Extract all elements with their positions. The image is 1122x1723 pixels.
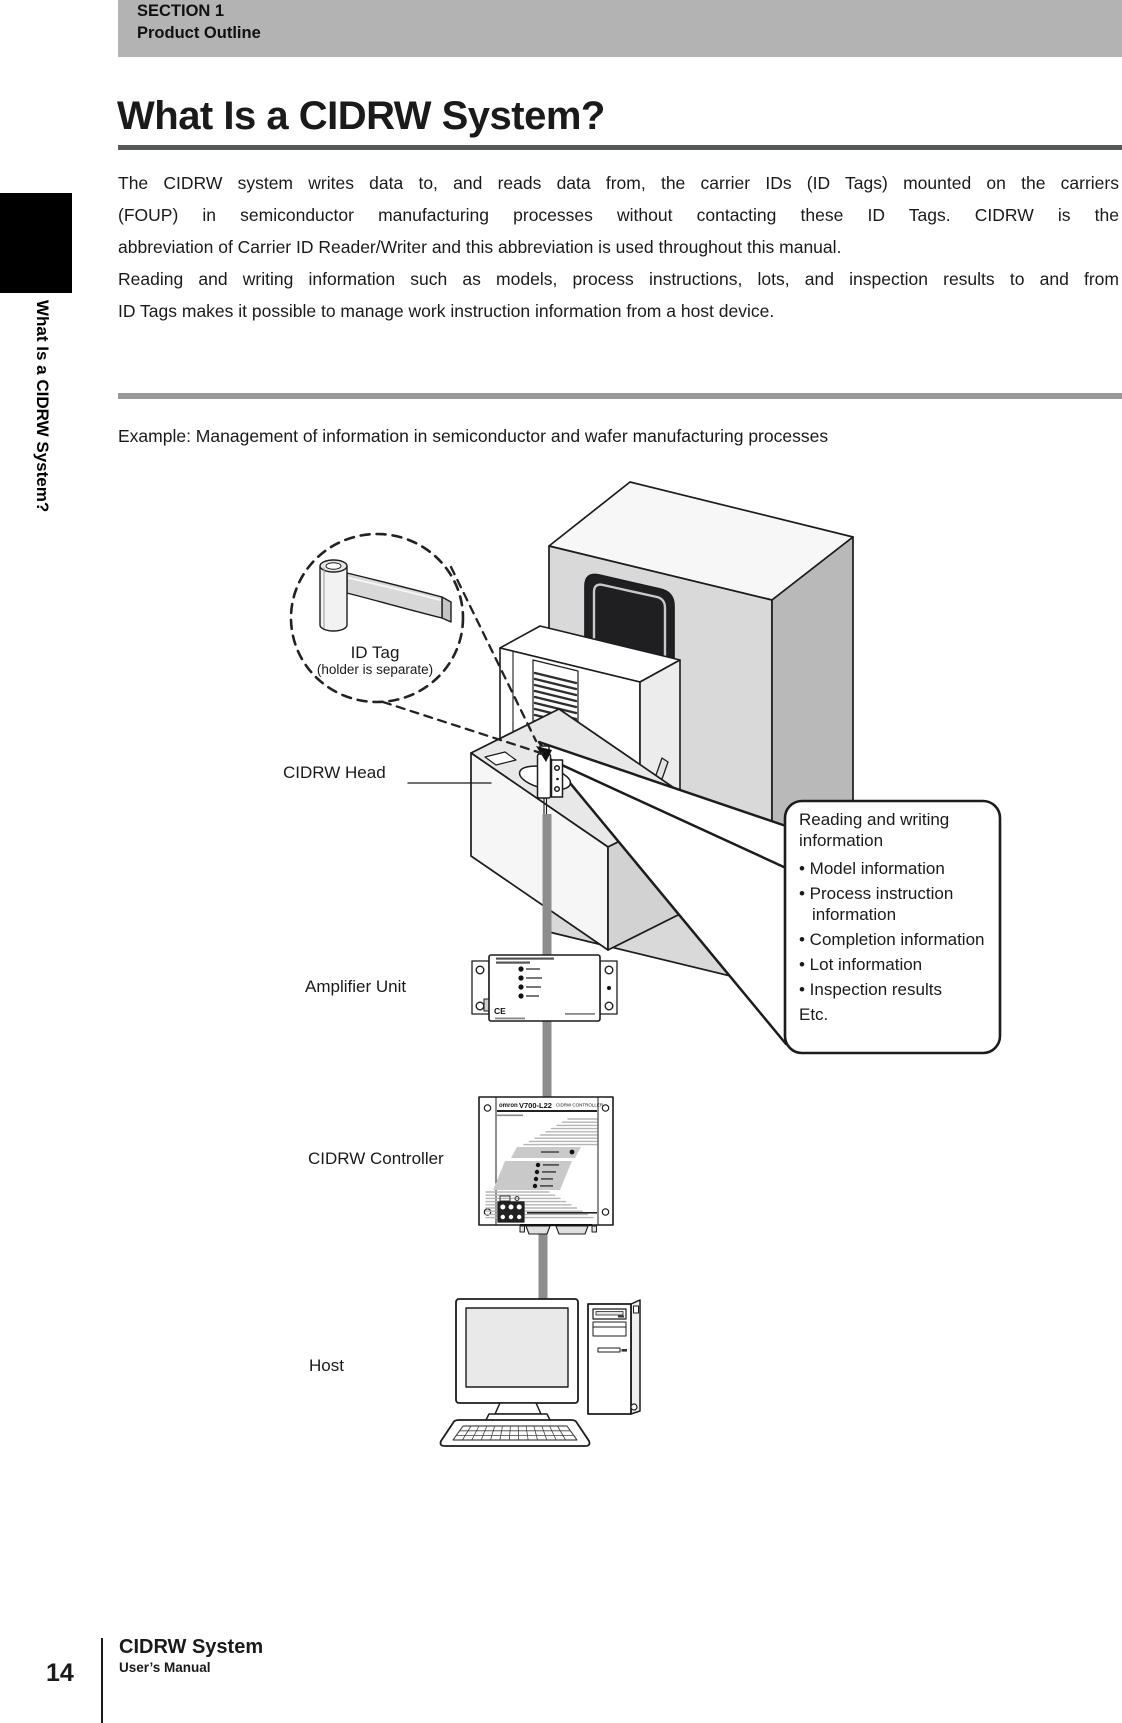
callout-item: • Inspection results — [799, 980, 942, 999]
sidebar-section-label: SECTION 1 — [42, 817, 60, 906]
id-tag-magnifier — [289, 532, 549, 757]
dsub-connectors — [519, 1224, 597, 1235]
footer-doc-title: CIDRW System — [119, 1636, 264, 1658]
controller-brand: omron — [499, 1103, 518, 1109]
status-led-band — [493, 1161, 572, 1190]
label-id-tag-holder-note: (holder is separate) — [316, 662, 434, 677]
callout-title-line1: Reading and writing — [799, 810, 950, 829]
example-rule — [118, 393, 1122, 399]
connection-cables — [538, 814, 552, 1301]
callout-item-list: • Model information • Process instructio… — [799, 858, 993, 1000]
page-number: 14 — [46, 1659, 74, 1687]
ce-mark: CE — [494, 1006, 506, 1016]
body-line: ID Tags makes it possible to manage work… — [118, 301, 775, 321]
sidebar-section-tab — [0, 193, 72, 293]
cidrw-head — [536, 745, 564, 815]
host-computer — [439, 1298, 641, 1447]
id-tag-in-place — [536, 746, 552, 762]
section-header-bar: SECTION 1 Product Outline — [118, 0, 1122, 57]
example-caption: Example: Management of information in se… — [118, 426, 829, 446]
amplifier-marking-lines — [495, 957, 595, 1020]
controller-name: CIDRW CONTROLLER — [556, 1103, 604, 1108]
floppy-slot — [597, 1347, 621, 1353]
body-line: The CIDRW system writes data to, and rea… — [118, 173, 1119, 193]
body-text: The CIDRW system writes data to, and rea… — [118, 167, 1119, 327]
sidebar-topic-label: What Is a CIDRW System? — [33, 300, 52, 513]
callout-etc: Etc. — [799, 1005, 829, 1024]
title-rule — [118, 145, 1122, 150]
callout-title-line2: information — [799, 831, 884, 850]
amplifier-led-indicators — [518, 966, 542, 999]
callout-box — [783, 799, 1002, 1055]
callout-item: • Lot information — [799, 955, 923, 974]
tower-case — [587, 1299, 641, 1415]
controller-led-rows — [532, 1162, 559, 1189]
body-line: abbreviation of Carrier ID Reader/Writer… — [118, 237, 842, 257]
label-cidrw-controller: CIDRW Controller — [308, 1149, 444, 1168]
page-title: What Is a CIDRW System? — [117, 94, 605, 138]
footer-divider — [101, 1638, 103, 1723]
id-tag-illustration — [319, 559, 452, 632]
label-id-tag: ID Tag — [350, 643, 400, 662]
monitor-screen — [465, 1307, 569, 1388]
footer-doc-subtitle: User’s Manual — [119, 1660, 211, 1675]
body-line: (FOUP) in semiconductor manufacturing pr… — [118, 205, 1119, 225]
callout-item: • Process instruction information — [799, 884, 954, 924]
label-host: Host — [309, 1356, 344, 1375]
power-button — [630, 1403, 638, 1411]
section-title: Product Outline — [137, 24, 261, 42]
section-number: SECTION 1 — [137, 2, 225, 20]
terminal-block — [497, 1195, 525, 1223]
callout-content: Reading and writing information • Model … — [799, 809, 993, 1025]
label-amplifier-unit: Amplifier Unit — [305, 977, 407, 996]
amplifier-unit: CE — [471, 954, 618, 1022]
callout-item: • Completion information — [799, 930, 985, 949]
cidrw-controller-unit: omron V700-L22 CIDRW CONTROLLER — [478, 1096, 614, 1235]
controller-model: V700-L22 — [519, 1101, 552, 1110]
keyboard-keys — [452, 1425, 578, 1441]
label-cidrw-head: CIDRW Head — [283, 763, 386, 782]
callout-item: • Model information — [799, 859, 945, 878]
body-line: Reading and writing information such as … — [118, 269, 1119, 289]
